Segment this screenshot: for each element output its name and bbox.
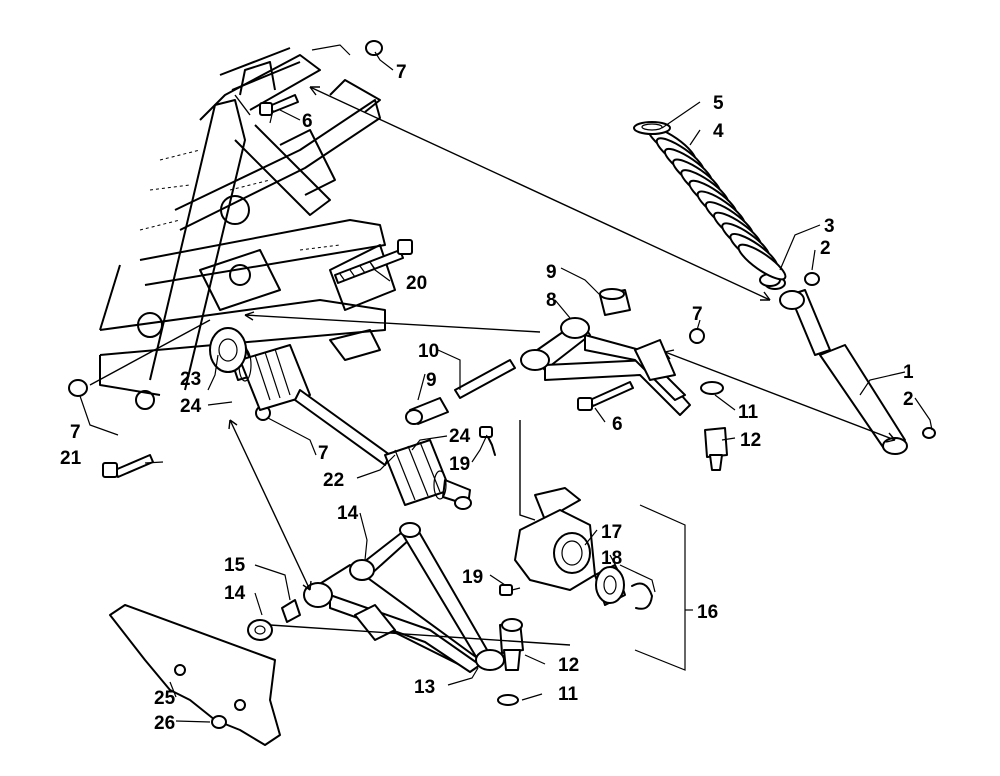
callout-21: 21 (60, 448, 82, 469)
coil-spring (647, 126, 787, 281)
shock-absorber (764, 276, 908, 455)
nut-left (68, 379, 88, 397)
callout-8: 8 (546, 290, 557, 311)
inner-seal (209, 327, 247, 373)
callout-12: 12 (740, 430, 761, 451)
ball-joint-upper (704, 427, 728, 471)
lower-arm-bushing-sleeve (247, 619, 273, 641)
callout-22: 22 (323, 470, 344, 491)
callout-5: 5 (713, 93, 724, 114)
upper-arm-bushing-bottom (405, 397, 449, 425)
callout-13: 13 (414, 677, 435, 698)
upper-arm-bushing-top (599, 288, 631, 316)
callout-2: 2 (820, 238, 831, 259)
callout-25: 25 (154, 688, 176, 709)
spring-seat (633, 121, 671, 135)
nut-upper-arm (689, 328, 705, 344)
callout-7: 7 (396, 62, 407, 83)
skid-plate (109, 604, 281, 746)
callout-7: 7 (70, 422, 81, 443)
bearing-snap-ring (631, 582, 653, 610)
callout-12: 12 (558, 655, 579, 676)
callout-24: 24 (449, 426, 471, 447)
upper-a-arm (520, 317, 691, 416)
callout-19: 19 (462, 567, 483, 588)
callout-18: 18 (601, 548, 622, 569)
leader-lines (79, 51, 933, 723)
bolt-21 (102, 454, 154, 478)
shock-bushing-bottom (922, 427, 936, 439)
callout-20: 20 (406, 273, 427, 294)
bolt-19-bottom (499, 584, 521, 596)
skid-plate-nut (211, 715, 227, 729)
callout-14: 14 (337, 503, 359, 524)
callout-19: 19 (449, 454, 470, 475)
steering-knuckle (514, 487, 596, 591)
bolt-19-top (479, 426, 496, 456)
callout-10: 10 (418, 341, 439, 362)
callout-15: 15 (224, 555, 246, 576)
callout-4: 4 (713, 121, 724, 142)
callout-2: 2 (903, 389, 914, 410)
callout-9: 9 (546, 262, 557, 283)
callout-3: 3 (824, 216, 835, 237)
bolt-frame-top (259, 94, 299, 116)
callout-24: 24 (180, 396, 202, 417)
bolt-20 (334, 239, 413, 284)
shock-bushing-top (804, 272, 820, 286)
callout-17: 17 (601, 522, 622, 543)
callout-14: 14 (224, 583, 246, 604)
cv-axle (227, 344, 472, 510)
nut-top (365, 40, 383, 56)
knuckle-group-bracket (634, 504, 686, 671)
callout-1: 1 (903, 362, 914, 383)
bolt-upper-arm (577, 381, 634, 411)
assembly-arrows (89, 86, 896, 646)
callout-7: 7 (692, 304, 703, 325)
callout-9: 9 (426, 370, 437, 391)
callout-11: 11 (738, 402, 759, 423)
callout-26: 26 (154, 713, 175, 734)
callout-23: 23 (180, 369, 201, 390)
lower-arm-bushing (281, 599, 301, 623)
upper-arm-sleeve (454, 359, 516, 399)
callout-7: 7 (318, 443, 329, 464)
vehicle-frame (99, 44, 396, 410)
snap-ring-lower (497, 694, 519, 706)
callout-6: 6 (302, 111, 313, 132)
callout-11: 11 (558, 684, 579, 705)
callout-6: 6 (612, 414, 623, 435)
callout-16: 16 (697, 602, 718, 623)
wheel-bearing (594, 564, 626, 606)
ball-joint-lower (499, 618, 524, 671)
snap-ring-upper (700, 381, 724, 395)
callout-labels: 1 2 2 3 4 5 6 6 7 7 7 7 8 9 9 10 11 11 1… (60, 62, 914, 734)
lower-a-arm (303, 522, 505, 673)
